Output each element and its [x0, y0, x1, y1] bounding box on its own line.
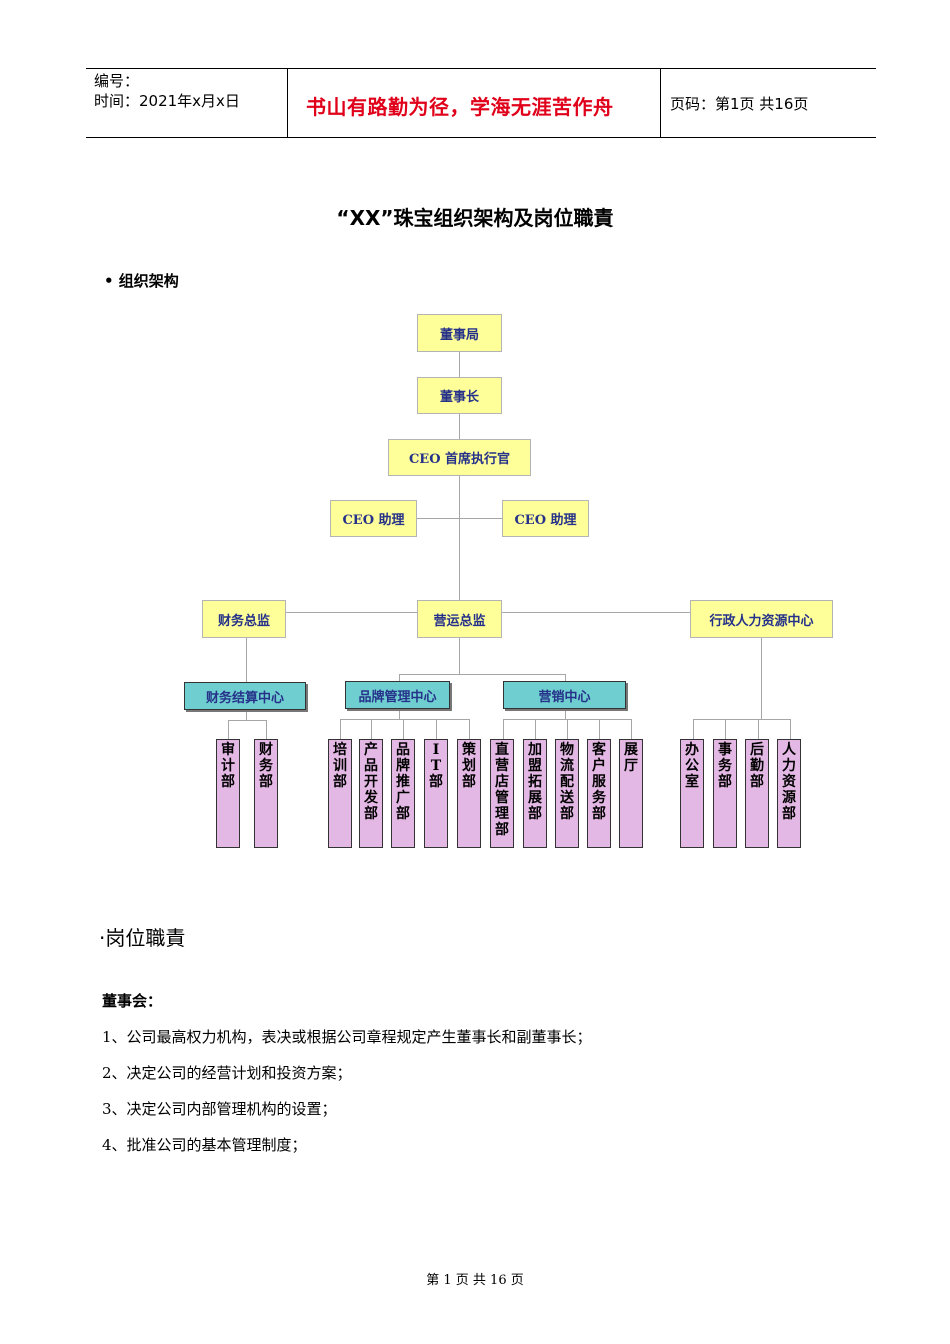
- dept-label: 培训部: [333, 742, 347, 790]
- duty-item: 3、决定公司内部管理机构的设置；: [102, 1100, 337, 1118]
- connector-line: [469, 719, 470, 739]
- dept-label: 直营店管理部: [495, 742, 509, 838]
- connector-line: [399, 674, 565, 675]
- node-ceo-assistant-right: CEO 助理: [502, 500, 589, 537]
- dept-label: 人力资源部: [782, 742, 796, 822]
- connector-line: [599, 719, 600, 739]
- time-label: 时间：2021年x月x日: [94, 92, 240, 110]
- header-meta: 编号： 时间：2021年x月x日: [94, 71, 240, 111]
- connector-line: [389, 518, 502, 519]
- dept-planning: 策划部: [457, 739, 481, 848]
- connector-line: [567, 719, 568, 739]
- connector-line: [758, 719, 759, 739]
- dept-label: 客户服务部: [592, 742, 606, 822]
- header-page-number: 页码：第1页 共16页: [670, 95, 809, 113]
- connector-line: [266, 720, 267, 739]
- dept-brand-promotion: 品牌推广部: [391, 739, 415, 848]
- connector-line: [693, 719, 694, 739]
- connector-line: [459, 414, 460, 439]
- connector-line: [228, 720, 229, 739]
- node-hr-center: 行政人力资源中心: [690, 600, 833, 638]
- dept-label: 物流配送部: [560, 742, 574, 822]
- connector-line: [535, 719, 536, 739]
- board-heading: 董事会：: [102, 992, 163, 1010]
- connector-line: [761, 638, 762, 719]
- node-ceo: CEO 首席执行官: [388, 439, 531, 476]
- node-finance-director: 财务总监: [202, 600, 286, 638]
- node-settlement-center: 财务结算中心: [184, 682, 306, 710]
- connector-line: [436, 719, 437, 739]
- section-heading-org: • 组织架构: [104, 272, 179, 290]
- dept-training: 培训部: [328, 739, 352, 848]
- connector-line: [459, 352, 460, 378]
- dept-franchise: 加盟拓展部: [523, 739, 547, 848]
- dept-office: 办公室: [680, 739, 704, 848]
- connector-line: [693, 719, 791, 720]
- dept-it: IT部: [424, 739, 448, 848]
- dept-showroom: 展厅: [619, 739, 643, 848]
- dept-label: 审计部: [221, 742, 235, 790]
- duty-item: 1、公司最高权力机构，表决或根据公司章程规定产生董事长和副董事长；: [102, 1028, 592, 1046]
- node-ceo-assistant-left: CEO 助理: [330, 500, 417, 537]
- connector-line: [790, 719, 791, 739]
- header-motto: 书山有路勤为径，学海无涯苦作舟: [306, 95, 614, 119]
- node-chairman: 董事长: [417, 377, 502, 414]
- connector-line: [403, 719, 404, 739]
- node-brand-center: 品牌管理中心: [345, 681, 450, 709]
- dept-direct-store: 直营店管理部: [490, 739, 514, 848]
- connector-line: [399, 709, 400, 719]
- dept-label: 财务部: [259, 742, 273, 790]
- connector-line: [340, 719, 469, 720]
- connector-line: [399, 674, 400, 682]
- connector-line: [459, 638, 460, 674]
- header-divider: [287, 69, 288, 137]
- page-footer: 第 1 页 共 16 页: [426, 1273, 524, 1288]
- connector-line: [371, 719, 372, 739]
- dept-logistics: 物流配送部: [555, 739, 579, 848]
- dept-audit: 审计部: [216, 739, 240, 848]
- dept-finance: 财务部: [254, 739, 278, 848]
- dept-customer-service: 客户服务部: [587, 739, 611, 848]
- header-divider: [660, 69, 661, 137]
- dept-label: 产品开发部: [364, 742, 378, 822]
- dept-label: 办公室: [685, 742, 699, 790]
- dept-label: 策划部: [462, 742, 476, 790]
- duty-item: 2、决定公司的经营计划和投资方案；: [102, 1064, 352, 1082]
- connector-line: [286, 612, 417, 613]
- connector-line: [565, 674, 566, 682]
- node-marketing-center: 营销中心: [503, 681, 626, 709]
- dept-label: 加盟拓展部: [528, 742, 542, 822]
- dept-label: 品牌推广部: [396, 742, 410, 822]
- dept-affairs: 事务部: [713, 739, 737, 848]
- connector-line: [503, 719, 504, 739]
- dept-product-development: 产品开发部: [359, 739, 383, 848]
- connector-line: [246, 710, 247, 720]
- duty-item: 4、批准公司的基本管理制度；: [102, 1136, 307, 1154]
- dept-human-resources: 人力资源部: [777, 739, 801, 848]
- document-title: “XX”珠宝组织架构及岗位職責: [336, 206, 614, 230]
- dept-label: IT部: [429, 742, 443, 790]
- node-operations-director: 营运总监: [417, 600, 502, 638]
- connector-line: [502, 612, 690, 613]
- connector-line: [246, 638, 247, 682]
- number-label: 编号：: [94, 72, 140, 90]
- page-header: 编号： 时间：2021年x月x日 书山有路勤为径，学海无涯苦作舟 页码：第1页 …: [86, 68, 876, 138]
- connector-line: [228, 720, 266, 721]
- dept-logistics-support: 后勤部: [745, 739, 769, 848]
- connector-line: [631, 719, 632, 739]
- connector-line: [565, 709, 566, 719]
- dept-label: 事务部: [718, 742, 732, 790]
- connector-line: [340, 719, 341, 739]
- connector-line: [725, 719, 726, 739]
- dept-label: 后勤部: [750, 742, 764, 790]
- connector-line: [459, 476, 460, 600]
- dept-label: 展厅: [624, 742, 638, 774]
- node-board: 董事局: [417, 314, 502, 352]
- section-heading-duties: ·岗位職責: [99, 926, 186, 950]
